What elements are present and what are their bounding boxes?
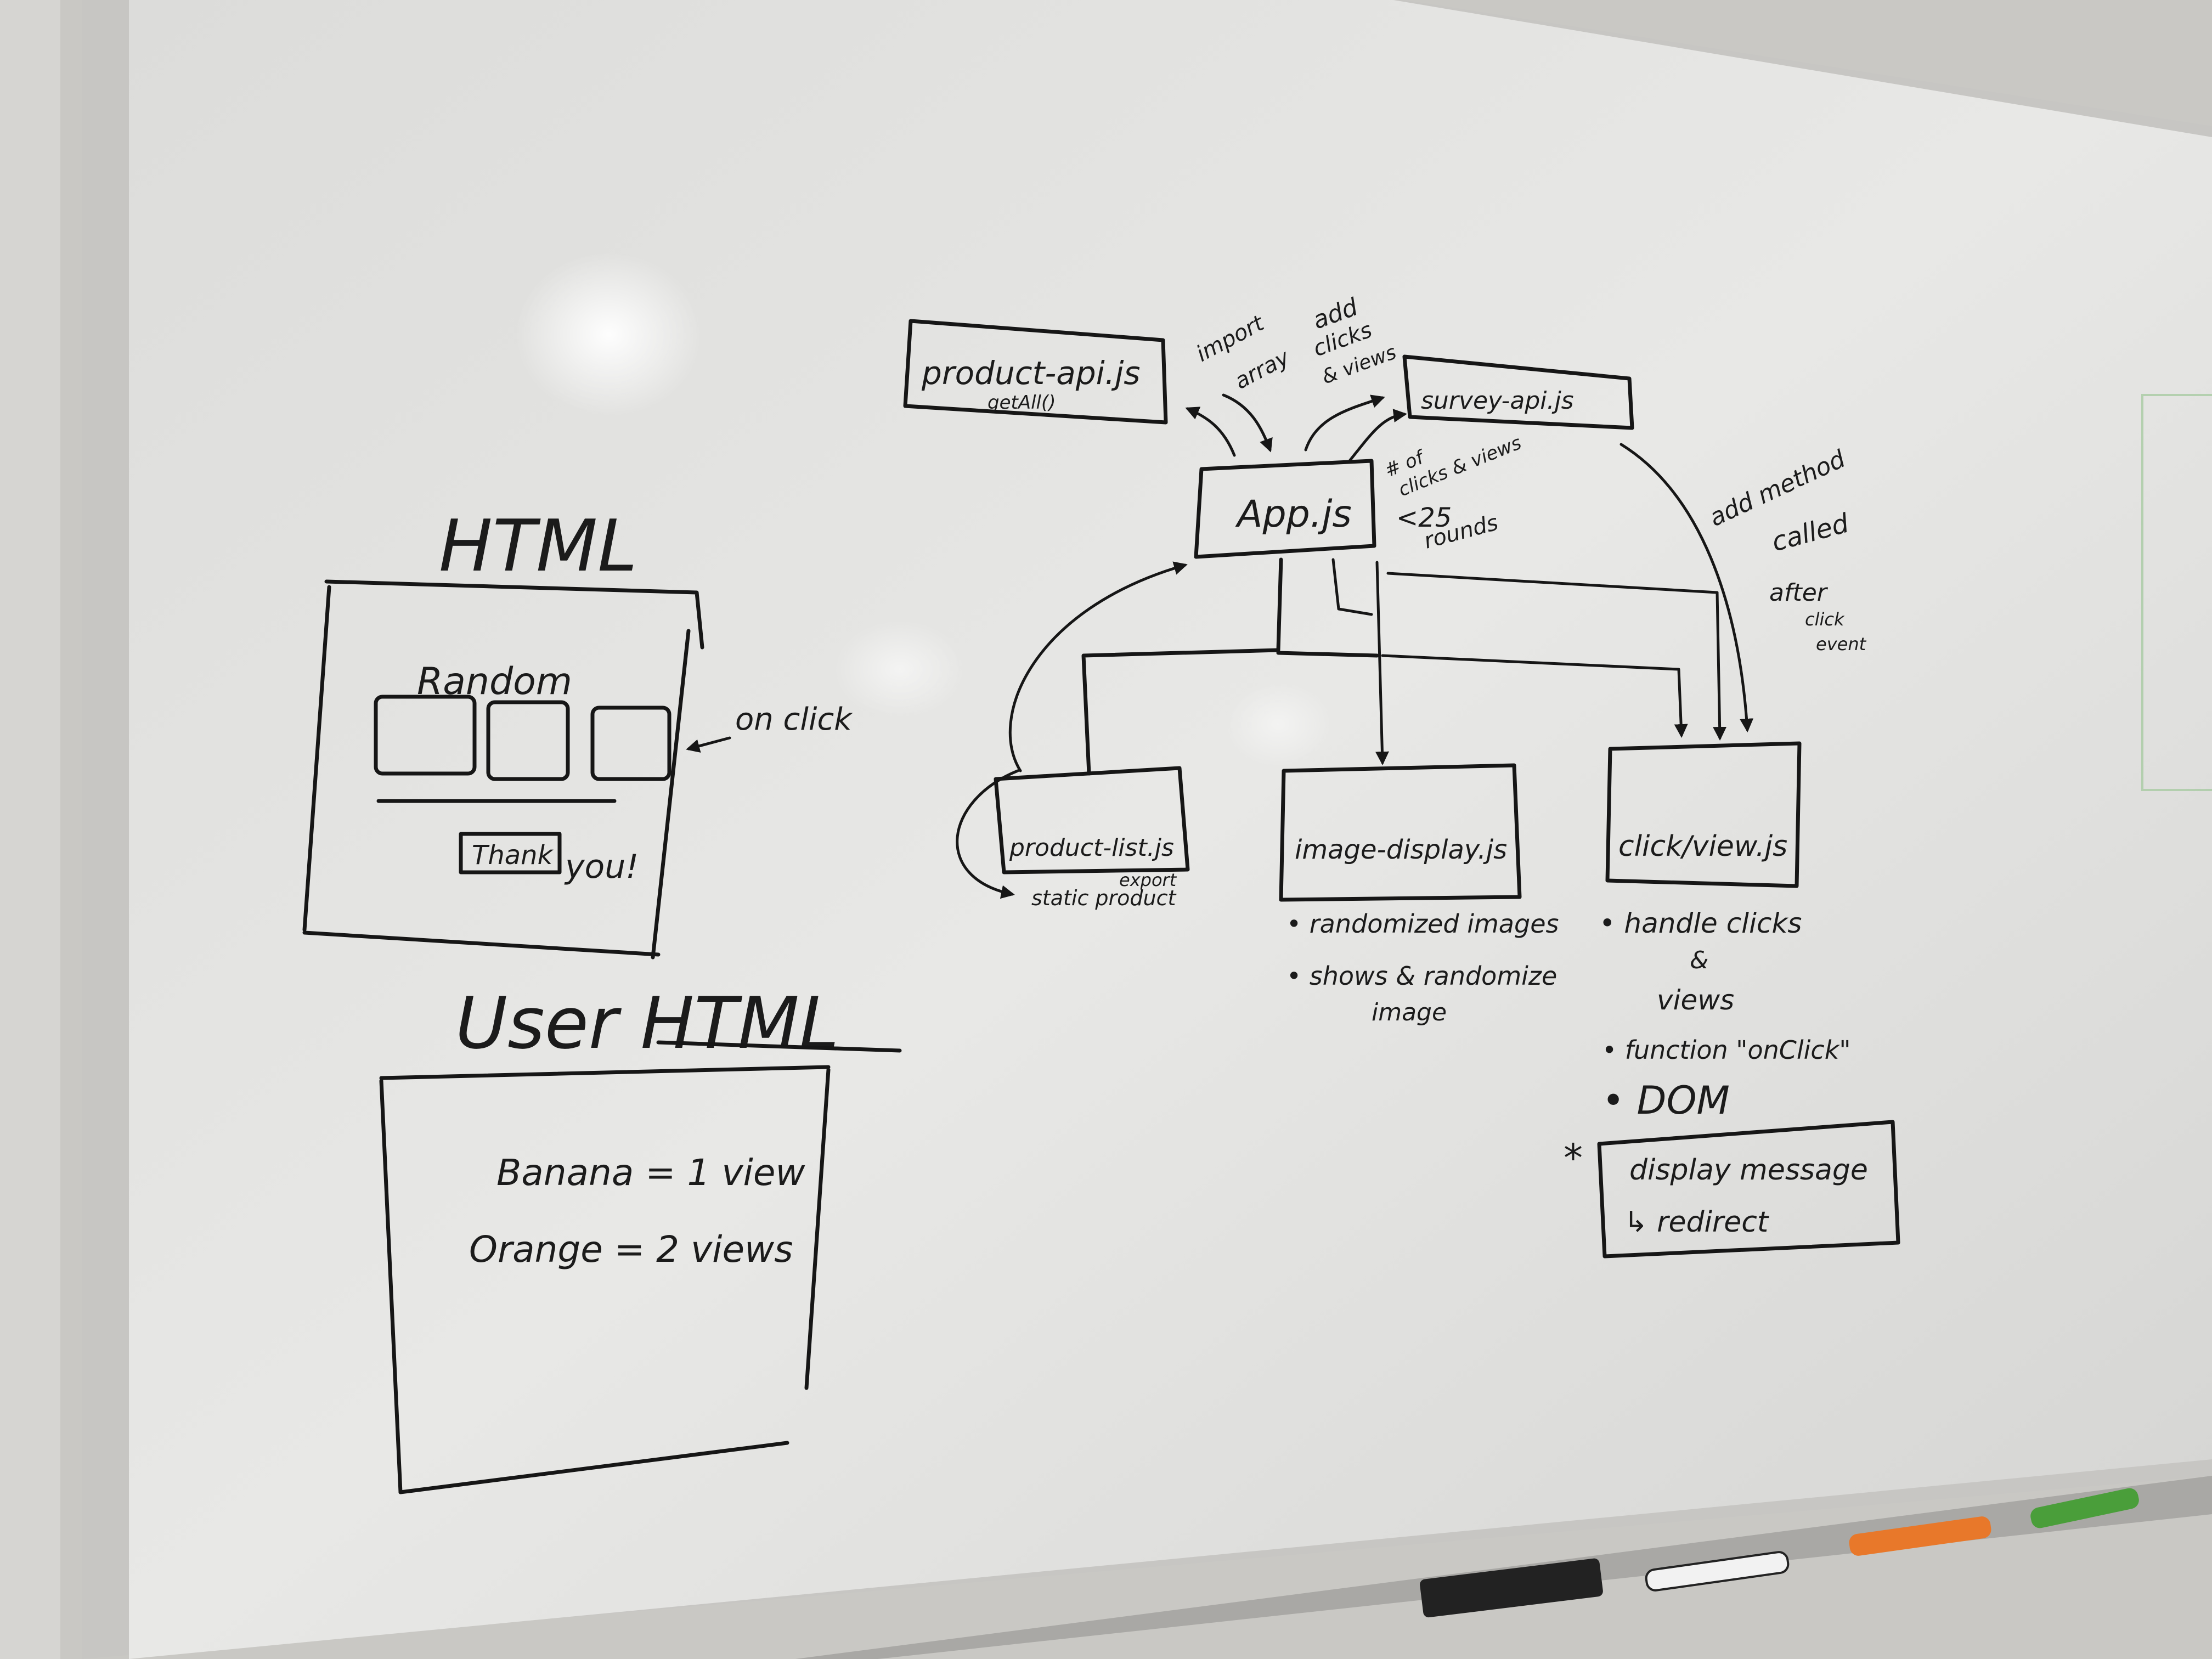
method-note-5: event — [1816, 634, 1867, 654]
eraser — [1420, 1558, 1603, 1618]
image-display-box — [1279, 763, 1522, 902]
product-api-method: getAll() — [988, 392, 1056, 414]
display-message-text: display message — [1629, 1154, 1868, 1187]
redirect-text: ↳ redirect — [1624, 1206, 1769, 1239]
click-bullet-dom: • DOM — [1602, 1078, 1730, 1123]
architecture-diagram: product-api.js getAll() import array add… — [903, 293, 1900, 1259]
click-view-label: click/view.js — [1618, 830, 1787, 863]
random-image-1 — [374, 695, 477, 776]
random-image-3 — [590, 706, 672, 781]
orange-marker — [1849, 1516, 1991, 1556]
thank-you-button — [459, 832, 562, 874]
user-html-wireframe: User HTML Banana = 1 view Orange = 2 vie… — [379, 981, 902, 1494]
product-list-label: product-list.js — [1009, 834, 1174, 862]
product-list-box — [994, 766, 1190, 874]
app-note-limit: <25 — [1396, 503, 1452, 533]
click-bullet-and: & — [1690, 946, 1708, 974]
survey-api-box — [1402, 354, 1634, 430]
marker-tray — [795, 1476, 2212, 1659]
you-label: you! — [564, 848, 639, 886]
image-bullet-2: • shows & randomize — [1286, 961, 1557, 991]
user-html-title: User HTML — [455, 981, 839, 1065]
method-note-4: click — [1805, 609, 1845, 630]
black-marker — [1645, 1551, 1790, 1592]
export-note: export — [1119, 870, 1177, 890]
banana-line: Banana = 1 view — [496, 1152, 806, 1194]
click-bullet-function: • function "onClick" — [1602, 1035, 1851, 1065]
html-wireframe: HTML Random Thank you! on click — [302, 504, 853, 960]
static-product-note: static product — [1031, 886, 1177, 910]
random-image-2 — [486, 700, 570, 781]
image-bullet-3: image — [1372, 998, 1447, 1026]
html-title: HTML — [439, 504, 637, 588]
star-mark: * — [1564, 1136, 1583, 1181]
green-marker — [2030, 1488, 2139, 1528]
survey-api-label: survey-api.js — [1421, 387, 1574, 415]
click-bullet-1: • handle clicks — [1599, 907, 1802, 939]
app-label: App.js — [1235, 493, 1352, 536]
board-surface — [129, 0, 2212, 1659]
on-click-note: on click — [735, 702, 853, 737]
image-display-label: image-display.js — [1295, 834, 1507, 865]
click-view-box — [1605, 741, 1802, 888]
product-api-box — [903, 319, 1168, 425]
product-api-label: product-api.js — [921, 354, 1141, 392]
orange-line: Orange = 2 views — [469, 1228, 793, 1271]
app-box — [1194, 459, 1376, 559]
click-bullet-views: views — [1657, 984, 1734, 1016]
light-glare — [516, 252, 702, 417]
message-box — [1597, 1120, 1900, 1259]
image-bullet-1: • randomized images — [1286, 909, 1559, 939]
method-note-3: after — [1769, 579, 1829, 607]
thank-label: Thank — [472, 840, 554, 871]
